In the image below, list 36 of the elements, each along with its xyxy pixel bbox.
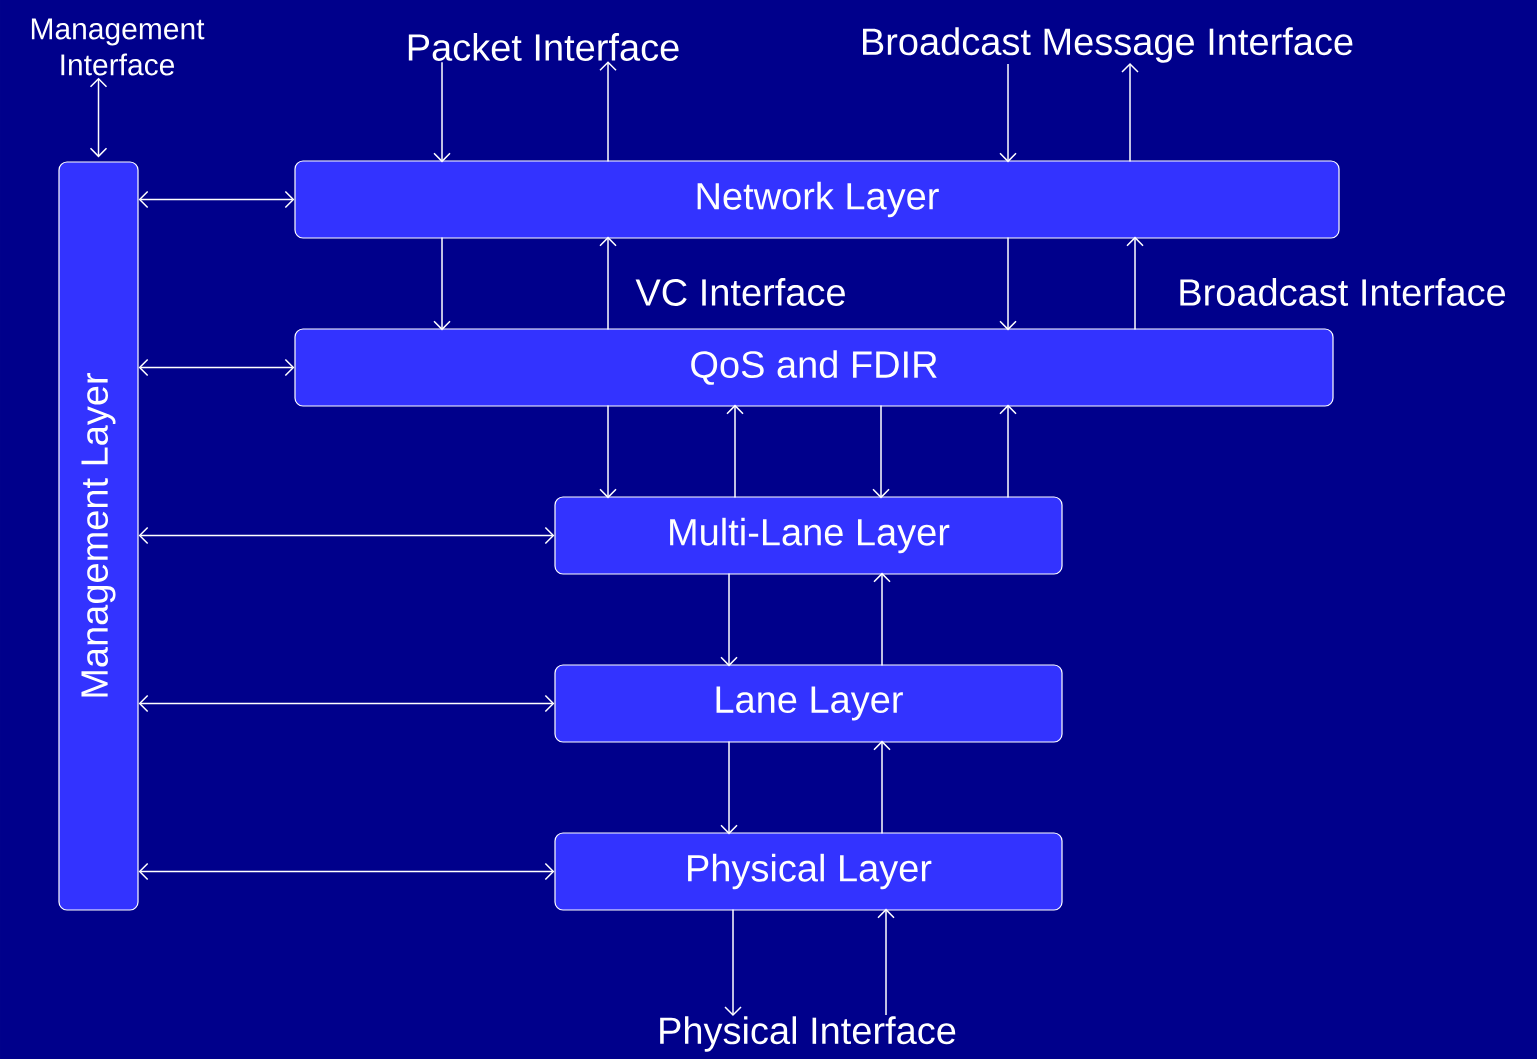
arrow: [877, 908, 895, 1016]
arrow: [720, 572, 738, 667]
arrow: [138, 694, 555, 713]
arrow: [1126, 236, 1144, 331]
arrow: [872, 404, 890, 499]
layer-box: Physical Layer: [554, 832, 1063, 911]
layer-box: Multi-Lane Layer: [554, 496, 1063, 575]
arrow: [433, 61, 451, 163]
arrow: [999, 236, 1017, 331]
arrow: [599, 61, 617, 163]
arrow: [599, 236, 617, 331]
arrow: [138, 526, 555, 545]
arrow: [138, 862, 555, 881]
interface-label: Physical Interface: [660, 1016, 956, 1052]
arrow: [138, 358, 295, 377]
arrow: [999, 63, 1017, 163]
arrow: [873, 572, 891, 667]
layer-box: QoS and FDIR: [294, 328, 1334, 407]
arrow: [720, 740, 738, 835]
interface-label: Broadcast Interface: [1180, 278, 1506, 306]
layer-box: Lane Layer: [554, 664, 1063, 743]
arrow: [89, 77, 108, 158]
arrow: [999, 404, 1017, 499]
arrow: [724, 908, 742, 1017]
arrow: [138, 190, 295, 209]
arrow: [873, 740, 891, 835]
arrow: [726, 404, 744, 499]
interface-label: Packet Interface: [408, 33, 679, 61]
arrow: [599, 404, 617, 499]
interface-label: Management Interface: [31, 18, 205, 76]
layer-box: Network Layer: [294, 160, 1340, 239]
arrow: [433, 236, 451, 331]
arrow: [1121, 62, 1139, 163]
interface-label: Broadcast Message Interface: [863, 27, 1353, 63]
layer-box: Management Layer: [58, 161, 139, 911]
interface-label: VC Interface: [635, 278, 845, 306]
